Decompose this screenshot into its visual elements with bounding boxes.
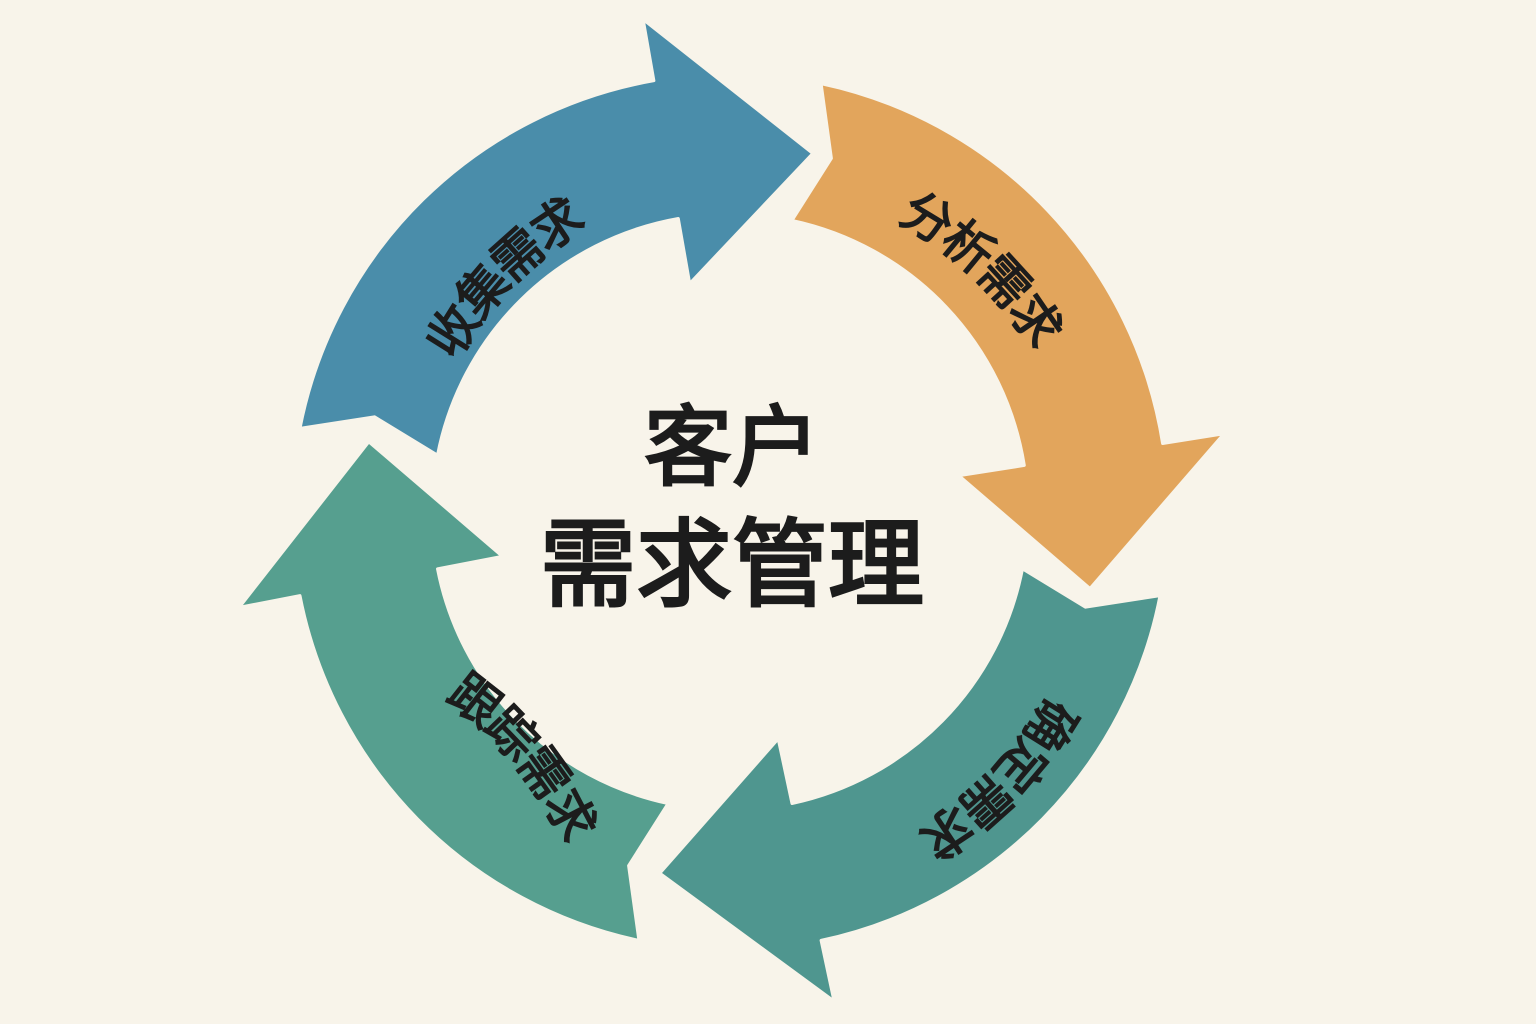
arrow-collect	[237, 440, 670, 942]
arrow-track	[658, 567, 1162, 1003]
arrow-analyze	[298, 18, 815, 457]
center-title-line2: 需求管理	[540, 509, 924, 621]
center-title-line1: 客户	[644, 396, 820, 499]
cycle-arrows	[237, 18, 1226, 1003]
arrow-confirm	[790, 82, 1226, 590]
